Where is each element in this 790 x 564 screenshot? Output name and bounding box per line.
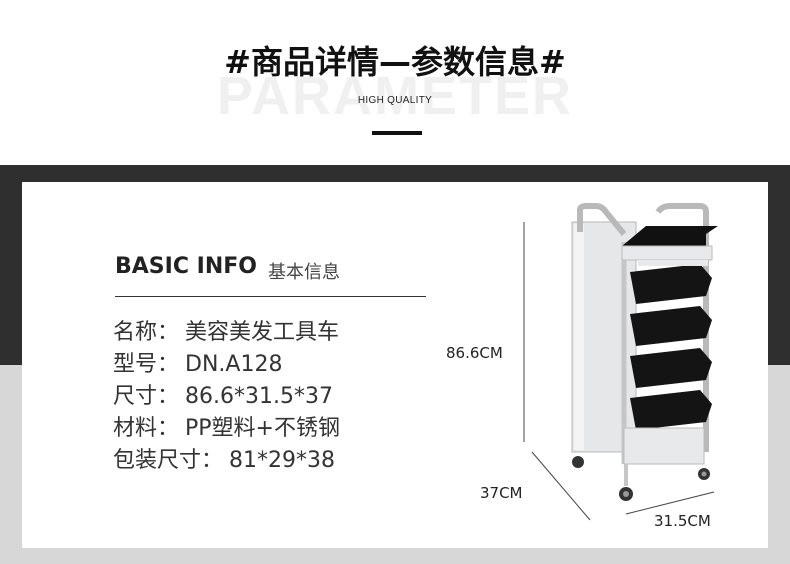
left-handle (577, 203, 627, 236)
top-shelf-panel (621, 245, 713, 261)
spec-value: PP塑料+不锈钢 (185, 416, 340, 441)
spec-value: 81*29*38 (229, 448, 335, 473)
drawers (630, 260, 712, 430)
spec-label: 型号： (113, 352, 180, 377)
spec-label: 包装尺寸： (113, 448, 224, 473)
basic-info-title: BASIC INFO (115, 254, 257, 279)
title-underline (372, 131, 422, 135)
drawer-divider-1 (638, 260, 708, 266)
spec-label: 材料： (113, 416, 180, 441)
spec-value: DN.A128 (185, 352, 283, 377)
spec-row-package: 包装尺寸：81*29*38 (113, 442, 335, 474)
wheel-back-left (572, 456, 584, 468)
spec-row-material: 材料：PP塑料+不锈钢 (113, 410, 340, 442)
top-tray (622, 226, 718, 246)
page-title: #商品详情—参数信息# (224, 43, 566, 81)
width-dimension-label: 31.5CM (654, 512, 711, 530)
depth-dimension-label: 37CM (480, 484, 523, 502)
spec-row-model: 型号：DN.A128 (113, 346, 282, 378)
section-divider (115, 296, 426, 297)
spec-label: 尺寸： (113, 384, 180, 409)
spec-row-size: 尺寸：86.6*31.5*37 (113, 378, 333, 410)
spec-label: 名称： (113, 320, 180, 345)
drawer-2 (630, 306, 712, 346)
page-subtitle: HIGH QUALITY (357, 95, 433, 106)
side-panel-highlight (574, 224, 584, 450)
spec-value: 美容美发工具车 (185, 320, 340, 345)
product-image (523, 203, 718, 521)
drawer-4 (630, 390, 712, 430)
drawer-1 (630, 264, 712, 304)
right-handle (655, 203, 709, 452)
spec-value: 86.6*31.5*37 (185, 384, 333, 409)
basic-info-subtitle: 基本信息 (268, 262, 340, 283)
drawer-3 (630, 348, 712, 388)
header: PARAMETER #商品详情—参数信息# HIGH QUALITY (0, 0, 790, 165)
background-word: PARAMETER (216, 66, 573, 126)
bottom-panel (623, 427, 705, 465)
width-dimension-line (625, 491, 715, 515)
depth-dimension-line (531, 451, 591, 521)
height-dimension-label: 86.6CM (446, 344, 503, 362)
spec-row-name: 名称：美容美发工具车 (113, 314, 339, 346)
info-card: BASIC INFO 基本信息 名称：美容美发工具车 型号：DN.A128 尺寸… (22, 182, 768, 548)
